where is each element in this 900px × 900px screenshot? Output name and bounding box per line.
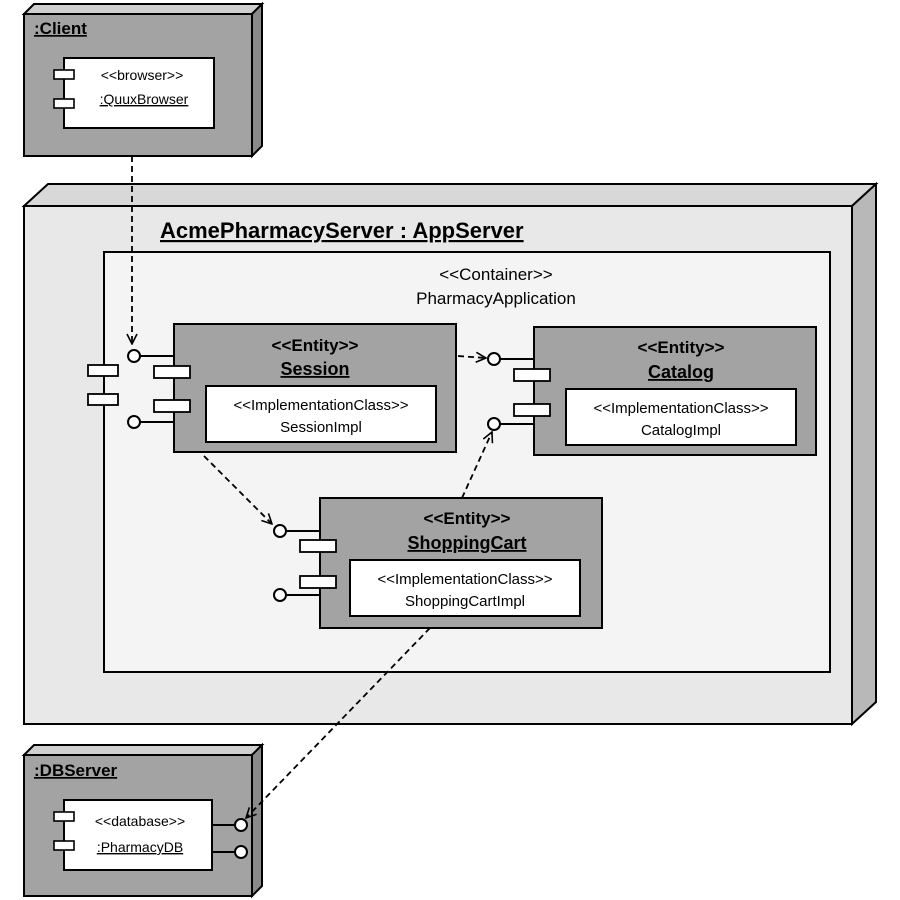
port-rect-icon: [513, 403, 551, 417]
port-rect-icon: [53, 840, 75, 851]
db-server-node[interactable]: :DBServer <<database>> :PharmacyDB: [21, 742, 265, 899]
container-name: PharmacyApplication: [416, 289, 576, 308]
cart-impl-stereotype: <<ImplementationClass>>: [377, 571, 552, 588]
quux-browser-name: :QuuxBrowser: [100, 91, 189, 107]
session-name: Session: [280, 359, 349, 379]
port-rect-icon: [299, 575, 337, 589]
shopping-cart-component[interactable]: <<Entity>> ShoppingCart <<Implementation…: [299, 497, 603, 629]
session-impl-name: SessionImpl: [280, 419, 362, 436]
port-rect-icon: [299, 539, 337, 553]
cart-to-catalog-dependency: [461, 432, 492, 499]
port-rect-icon: [153, 365, 191, 379]
app-server-node[interactable]: AcmePharmacyServer : AppServer <<Contain…: [21, 181, 879, 727]
quux-browser-component[interactable]: <<browser>> :QuuxBrowser: [53, 57, 215, 129]
catalog-provided-interface-icon: [487, 352, 534, 366]
cart-impl-name: ShoppingCartImpl: [405, 593, 525, 610]
catalog-provided-interface-icon: [487, 417, 534, 431]
catalog-impl-stereotype: <<ImplementationClass>>: [593, 400, 768, 417]
port-rect-icon: [53, 811, 75, 822]
db-provided-interface-icon: [212, 845, 248, 859]
cart-stereotype: <<Entity>>: [424, 509, 511, 528]
catalog-impl-name: CatalogImpl: [641, 422, 721, 439]
dependency-arrows: [132, 156, 492, 818]
cart-name: ShoppingCart: [408, 533, 527, 553]
quux-browser-stereotype: <<browser>>: [101, 67, 184, 83]
catalog-name: Catalog: [648, 362, 714, 382]
db-provided-interface-icon: [212, 818, 248, 832]
session-component[interactable]: <<Entity>> Session <<ImplementationClass…: [153, 323, 457, 453]
pharmacy-db-name: :PharmacyDB: [97, 839, 183, 855]
container-port-icon: [87, 364, 119, 377]
session-stereotype: <<Entity>>: [272, 336, 359, 355]
port-rect-icon: [53, 69, 75, 80]
container-stereotype: <<Container>>: [439, 265, 552, 284]
catalog-stereotype: <<Entity>>: [638, 338, 725, 357]
cart-provided-interface-icon: [273, 588, 320, 602]
session-to-cart-dependency: [203, 455, 272, 524]
session-to-catalog-dependency: [457, 356, 486, 358]
cart-provided-interface-icon: [273, 524, 320, 538]
pharmacy-db-stereotype: <<database>>: [95, 813, 185, 829]
port-rect-icon: [513, 368, 551, 382]
cart-to-db-dependency: [246, 627, 431, 818]
db-server-title: :DBServer: [34, 761, 118, 780]
port-rect-icon: [53, 98, 75, 109]
session-provided-interface-icon: [127, 349, 174, 363]
client-node[interactable]: :Client <<browser>> :QuuxBrowser: [21, 1, 265, 159]
port-rect-icon: [153, 399, 191, 413]
session-impl-stereotype: <<ImplementationClass>>: [233, 397, 408, 414]
container-port-icon: [87, 393, 119, 406]
session-provided-interface-icon: [127, 415, 174, 429]
catalog-component[interactable]: <<Entity>> Catalog <<ImplementationClass…: [513, 326, 817, 456]
app-server-title: AcmePharmacyServer : AppServer: [160, 218, 524, 243]
pharmacy-db-component[interactable]: <<database>> :PharmacyDB: [53, 799, 213, 871]
client-node-title: :Client: [34, 19, 87, 38]
